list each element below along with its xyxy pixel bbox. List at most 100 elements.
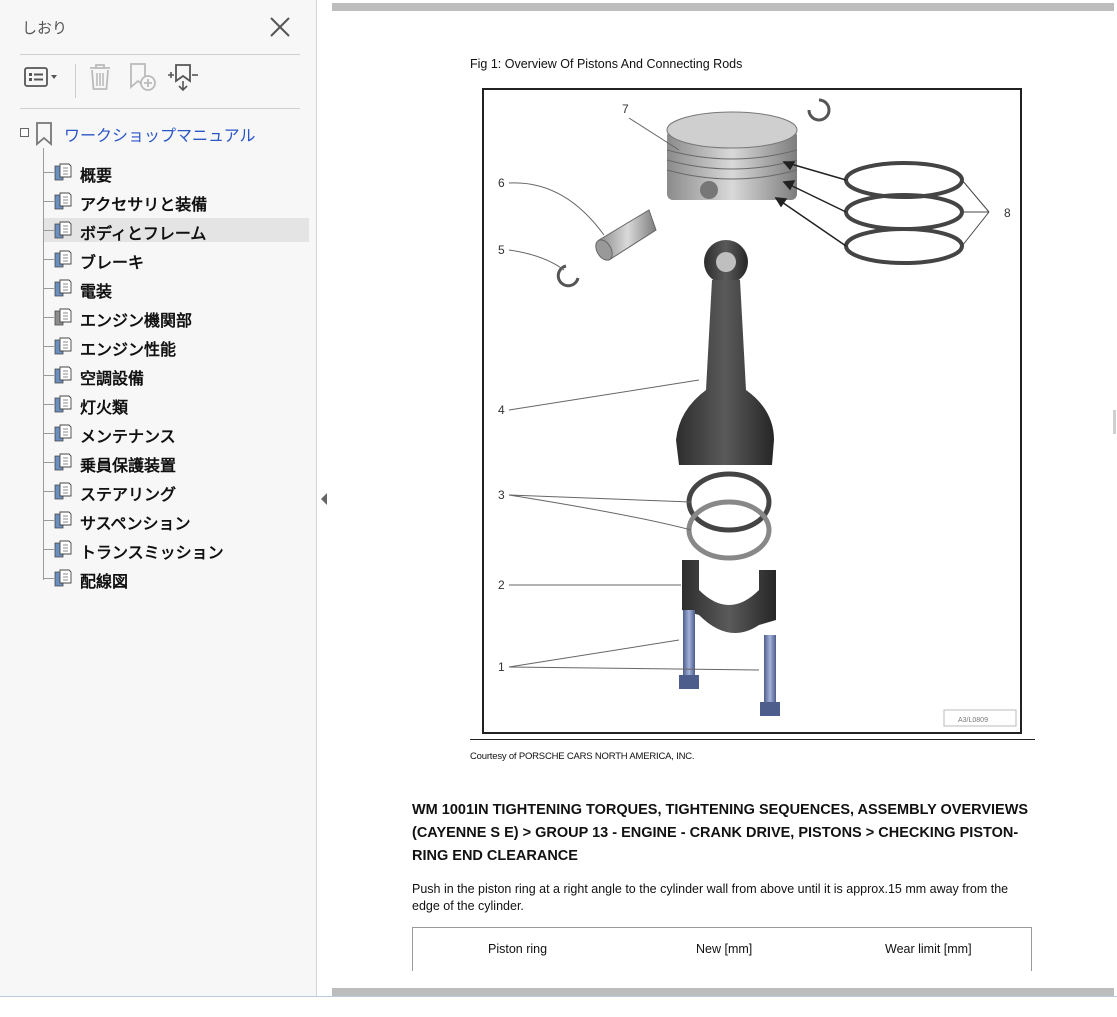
section-heading: WM 1001IN TIGHTENING TORQUES, TIGHTENING… [412,802,1029,864]
sidebar-item-label: 空調設備 [80,369,145,388]
figure-label-8: 8 [1004,206,1011,220]
circlip-lower [556,264,580,288]
table-header-new: New [mm] [696,942,753,956]
sidebar-item-label: アクセサリと装備 [80,195,208,214]
figure-label-3: 3 [498,488,505,502]
page-bottom-border [332,988,1114,996]
sidebar-item-label: 電装 [80,282,113,301]
options-menu-button[interactable] [22,62,62,96]
sidebar-item-13[interactable]: トランスミッション [44,537,309,562]
sidebar-item-label: メンテナンス [80,427,176,446]
tree-branch [44,259,54,260]
figure-label-4: 4 [498,403,505,417]
sidebar-item-label: 概要 [80,166,113,185]
sidebar-item-label: ステアリング [80,485,177,504]
sidebar-item-0[interactable]: 概要 [44,160,309,185]
bookmark-icon [35,122,53,150]
sidebar-item-5[interactable]: エンジン機関部 [44,305,309,330]
wrist-pin [595,209,657,261]
options-menu-icon [23,65,61,93]
bookmark-page-icon [54,569,72,587]
bookmark-page-icon [54,482,72,500]
bookmark-root-label: ワークショップマニュアル [64,126,256,145]
bookmark-page-icon [54,279,72,297]
collapse-toggle[interactable] [20,128,29,137]
sidebar-item-11[interactable]: ステアリング [44,479,309,504]
table-header-wear-limit: Wear limit [mm] [885,942,972,956]
bookmark-page-icon [54,221,72,239]
tree-branch [44,230,54,231]
sidebar-item-label: ボディとフレーム [80,224,207,243]
tree-branch [44,288,54,289]
circlip-upper [807,98,831,122]
sidebar-item-6[interactable]: エンジン性能 [44,334,309,359]
tree-branch [44,172,54,173]
figure-diagram: 7 6 5 4 3 2 1 8 A3/L0809 [482,88,1022,734]
delete-bookmark-button[interactable] [84,62,116,96]
scrollbar-handle[interactable] [1113,410,1116,434]
tree-branch [44,375,54,376]
sidebar-item-label: 配線図 [80,572,129,591]
window-bottom-edge [0,996,1117,1017]
bookmark-page-icon [54,337,72,355]
tree-branch [44,201,54,202]
sidebar-item-label: エンジン機関部 [80,311,193,330]
collapse-panel-arrow-icon[interactable] [319,491,329,507]
sidebar-item-2[interactable]: ボディとフレーム [44,218,309,243]
trash-icon [86,62,114,96]
connecting-rod [676,240,774,465]
sidebar-item-12[interactable]: サスペンション [44,508,309,533]
bookmark-root[interactable]: ワークショップマニュアル [20,120,310,146]
tree-branch [44,520,54,521]
sidebar-item-4[interactable]: 電装 [44,276,309,301]
sidebar-item-9[interactable]: メンテナンス [44,421,309,446]
tree-branch [44,404,54,405]
sidebar-item-label: サスペンション [80,514,191,533]
figure-label-6: 6 [498,176,505,190]
figure-rule [470,739,1035,740]
sidebar-item-1[interactable]: アクセサリと装備 [44,189,309,214]
bookmarks-panel: しおり [0,0,317,996]
figure-label-5: 5 [498,243,505,257]
sidebar-item-label: 灯火類 [80,398,129,417]
bookmark-page-icon [54,453,72,471]
bookmark-page-icon [54,511,72,529]
bearing-shells [686,471,772,561]
sidebar-item-8[interactable]: 灯火類 [44,392,309,417]
panel-divider [20,108,300,109]
tree-branch [44,462,54,463]
instruction-paragraph: Push in the piston ring at a right angle… [412,882,1009,913]
sidebar-item-14[interactable]: 配線図 [44,566,309,591]
sidebar-item-label: エンジン性能 [80,340,177,359]
bookmark-page-icon [54,192,72,210]
sidebar-item-label: トランスミッション [80,543,224,562]
sidebar-item-7[interactable]: 空調設備 [44,363,309,388]
piston [666,111,798,200]
piston-rings [844,161,964,265]
sidebar-item-label: 乗員保護装置 [80,456,177,475]
tree-branch [44,433,54,434]
bookmark-page-icon [54,366,72,384]
rod-bolts [679,610,780,716]
sidebar-item-10[interactable]: 乗員保護装置 [44,450,309,475]
tree-branch [44,578,54,579]
bookmark-page-icon [54,308,72,326]
new-bookmark-button[interactable] [124,62,158,96]
figure-caption: Fig 1: Overview Of Pistons And Connectin… [470,57,743,71]
sidebar-item-3[interactable]: ブレーキ [44,247,309,272]
bookmark-page-icon [54,540,72,558]
bookmark-page-icon [54,424,72,442]
expand-bookmark-button[interactable] [164,62,202,96]
specs-table: Piston ring New [mm] Wear limit [mm] [412,927,1032,971]
panel-divider [20,54,300,55]
bookmark-page-icon [54,250,72,268]
close-icon[interactable] [267,14,293,40]
toolbar-separator [75,64,76,98]
figure-label-2: 2 [498,578,505,592]
figure-credit: Courtesy of PORSCHE CARS NORTH AMERICA, … [470,751,695,762]
add-bookmark-icon [125,61,157,97]
tree-branch [44,346,54,347]
bookmark-expand-icon [165,61,201,97]
figure-label-7: 7 [622,102,629,116]
